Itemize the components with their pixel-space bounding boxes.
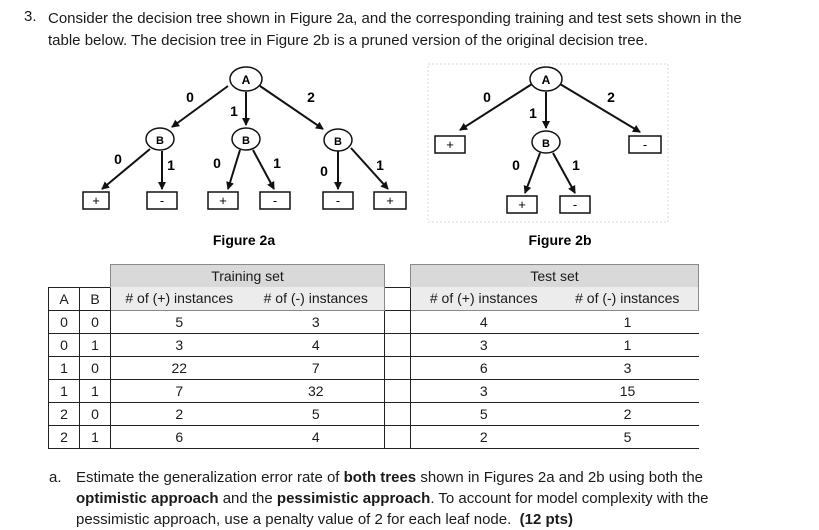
fig2a-b3-edge-0: 0: [320, 163, 328, 179]
fig2a-edge-1: 1: [230, 103, 238, 119]
fig2a-leaf-5-label: -: [336, 193, 340, 208]
fig2a-leaf-6: [373, 191, 407, 210]
fig2a-leaf-4-label: -: [273, 193, 277, 208]
fig2a-node-b1-label: B: [156, 135, 164, 147]
fig2a-node-b3-label: B: [334, 136, 342, 148]
subquestion-line-1: Estimate the generalization error rate o…: [76, 469, 704, 486]
fig2a-leaf-2-label: -: [160, 193, 164, 208]
fig2b-edge-0: 0: [483, 89, 491, 105]
fig2a-leaf-3-label: +: [219, 193, 227, 208]
fig2b-leaf-2: [506, 195, 538, 214]
table-row: 0 1 3 4 3 1: [48, 332, 699, 357]
question-line-1: Consider the decision tree shown in Figu…: [48, 10, 742, 27]
fig2a-edge-2: 2: [307, 89, 315, 105]
fig2b-node-b: [531, 130, 561, 154]
question-line-2: table below. The decision tree in Figure…: [48, 32, 649, 49]
table-row: 1 0 22 7 6 3: [48, 355, 699, 380]
fig2a-leaf-1-label: +: [92, 193, 100, 208]
fig2b-edge-2: 2: [607, 89, 615, 105]
table-column-header-row: A B # of (+) instances # of (-) instance…: [48, 286, 699, 311]
fig2a-leaf-6-label: +: [386, 193, 394, 208]
figure-2b-nodes: A B 0 1 2 0 1 + + - - Figure 2b: [434, 66, 662, 248]
fig2a-node-b2-label: B: [242, 135, 250, 147]
fig2a-b1-edge-0: 0: [114, 151, 122, 167]
fig2a-leaf-1: [82, 191, 110, 210]
fig2b-b-edge-1: 1: [572, 157, 580, 173]
figure-2a: [101, 85, 389, 190]
fig2b-leaf-3-label: -: [573, 197, 577, 212]
decision-tree-figures: A B B B 0 1 2 0 1 0 1 0 1 + - + - - + Fi…: [82, 63, 669, 248]
question-number: 3.: [24, 8, 37, 25]
fig2b-node-b-label: B: [542, 138, 550, 150]
fig2a-leaf-4: [259, 191, 291, 210]
fig2a-root-label: A: [242, 73, 251, 87]
fig2a-node-b2: [231, 127, 261, 151]
col-header-test-pos: # of (+) instances: [410, 287, 557, 311]
col-header-b: B: [79, 286, 111, 311]
fig2b-edge-1: 1: [529, 105, 537, 121]
fig2a-node-b1: [145, 127, 175, 151]
fig2a-leaf-5: [322, 191, 354, 210]
table-row: 1 1 7 32 3 15: [48, 378, 699, 403]
subquestion-line-2: optimistic approach and the pessimistic …: [76, 490, 709, 507]
fig2a-caption: Figure 2a: [213, 232, 275, 248]
fig2b-b-edge-0: 0: [512, 157, 520, 173]
fig2a-b2-edge-1: 1: [273, 155, 281, 171]
col-header-train-neg: # of (-) instances: [247, 287, 385, 311]
table-row: 0 0 5 3 4 1: [48, 309, 699, 334]
fig2a-b1-edge-1: 1: [167, 157, 175, 173]
fig2b-caption: Figure 2b: [528, 232, 591, 248]
fig2b-root-label: A: [542, 73, 551, 87]
fig2a-leaf-3: [207, 191, 239, 210]
figure-2b-frame: [427, 63, 669, 223]
col-header-a: A: [48, 286, 80, 311]
training-set-header: Training set: [110, 264, 385, 287]
fig2a-b2-edge-0: 0: [213, 155, 221, 171]
fig2a-b3-edge-1: 1: [376, 157, 384, 173]
figure-2a-nodes: A B B B 0 1 2 0 1 0 1 0 1 + - + - - + Fi…: [82, 66, 407, 248]
test-set-header: Test set: [410, 264, 699, 287]
subquestion-label: a.: [49, 469, 62, 486]
fig2a-node-b3: [323, 128, 353, 152]
table-row: 2 1 6 4 2 5: [48, 424, 699, 449]
figure-2b: [459, 83, 641, 194]
data-table: Training set Test set A B # of (+) insta…: [48, 264, 699, 449]
fig2b-leaf-4: [628, 135, 662, 154]
fig2b-leaf-2-label: +: [518, 197, 526, 212]
fig2b-leaf-1: [434, 135, 466, 154]
fig2b-leaf-3: [559, 195, 591, 214]
fig2a-root-node: [229, 66, 263, 92]
fig2a-edge-0: 0: [186, 89, 194, 105]
fig2b-leaf-1-label: +: [446, 137, 454, 152]
fig2a-leaf-2: [146, 191, 178, 210]
subquestion-line-3: pessimistic approach, use a penalty valu…: [76, 511, 573, 528]
question-text: Consider the decision tree shown in Figu…: [48, 8, 788, 52]
fig2b-leaf-4-label: -: [643, 137, 647, 152]
subquestion-text: Estimate the generalization error rate o…: [76, 467, 796, 530]
col-header-train-pos: # of (+) instances: [110, 287, 248, 311]
col-header-test-neg: # of (-) instances: [556, 287, 699, 311]
table-group-header-row: Training set Test set: [49, 264, 699, 287]
table-row: 2 0 2 5 5 2: [48, 401, 699, 426]
fig2b-root-node: [529, 66, 563, 92]
